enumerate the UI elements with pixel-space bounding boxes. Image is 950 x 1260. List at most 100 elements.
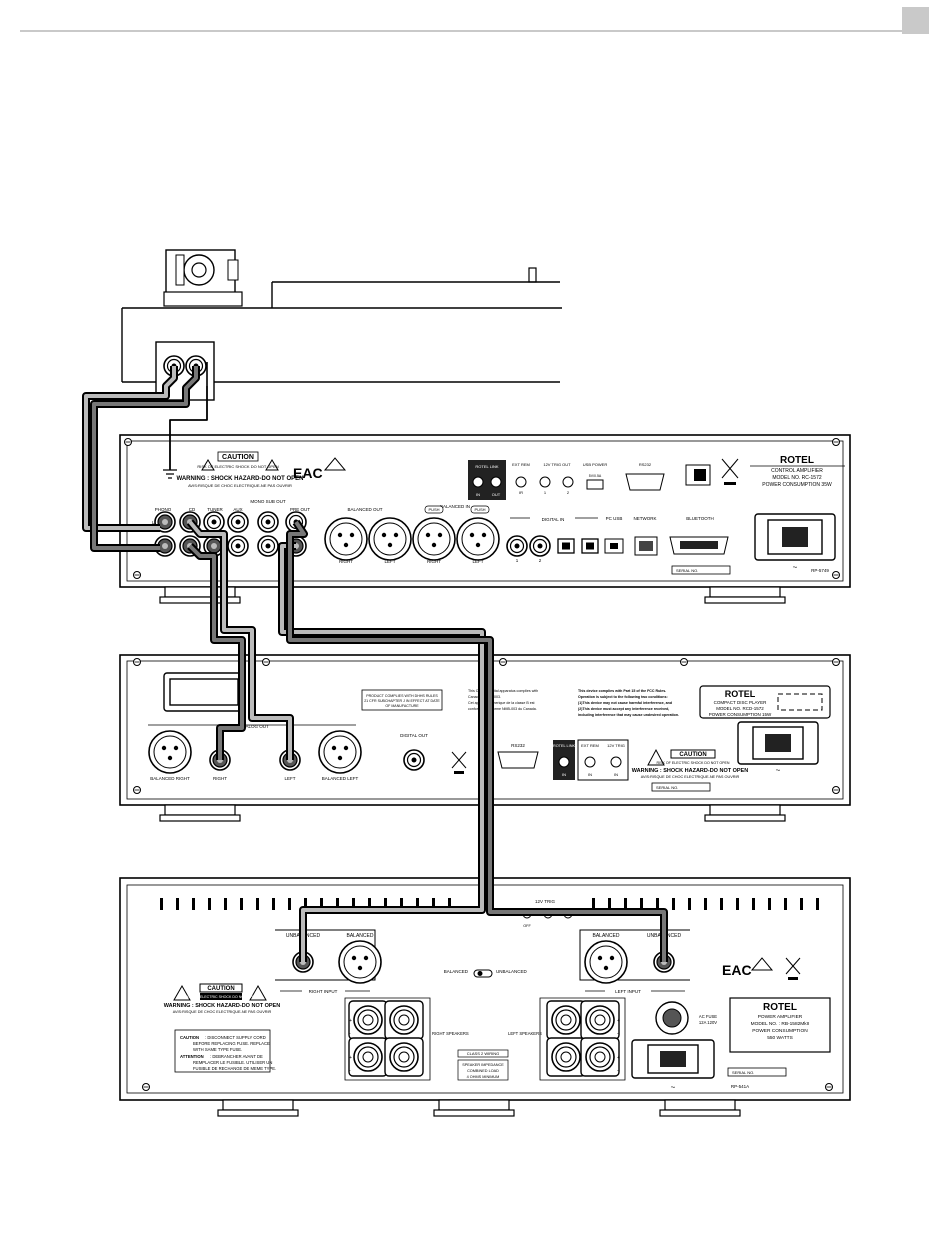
- svg-text:AVIS:RISQUE DE CHOC ELECTRIQUE: AVIS:RISQUE DE CHOC ELECTRIQUE-NE PAS OU…: [641, 775, 740, 779]
- svg-text:COMPACT DISC PLAYER: COMPACT DISC PLAYER: [714, 700, 768, 705]
- svg-text:(2)This device must accept any: (2)This device must accept any interfere…: [578, 707, 669, 711]
- svg-text:BALANCED IN: BALANCED IN: [440, 504, 470, 509]
- svg-text:EAC: EAC: [722, 962, 752, 978]
- svg-text:including interference that ma: including interference that may cause un…: [578, 713, 679, 717]
- turntable: [121, 249, 562, 401]
- control-amplifier: CAUTION RISK OF ELECTRIC SHOCK DO NOT OP…: [119, 434, 851, 604]
- svg-text:PHONO: PHONO: [155, 507, 172, 512]
- svg-text:2: 2: [539, 558, 542, 563]
- svg-text:ROTEL: ROTEL: [725, 689, 756, 699]
- svg-text:LEFT: LEFT: [472, 559, 483, 564]
- svg-text:IN: IN: [588, 772, 592, 777]
- svg-text:+: +: [349, 1018, 352, 1024]
- svg-text:This Class B digital apparatus: This Class B digital apparatus complies …: [468, 689, 538, 693]
- svg-text:-: -: [349, 1031, 351, 1037]
- svg-text:AVIS:RISQUE DE CHOC ELECTRIQUE: AVIS:RISQUE DE CHOC ELECTRIQUE-NE PAS OU…: [188, 483, 292, 488]
- svg-text:ATTENTION: ATTENTION: [180, 1054, 204, 1059]
- svg-text:1: 1: [516, 558, 519, 563]
- svg-text:MODEL NO. RCD-1572: MODEL NO. RCD-1572: [716, 706, 764, 711]
- svg-text:WITH SAME TYPE FUSE.: WITH SAME TYPE FUSE.: [193, 1047, 242, 1052]
- svg-text:LEFT SPEAKERS: LEFT SPEAKERS: [508, 1031, 542, 1036]
- svg-text:~: ~: [776, 766, 781, 775]
- svg-text:POWER CONSUMPTION 35W: POWER CONSUMPTION 35W: [762, 482, 832, 488]
- svg-text:12V TRIG OUT: 12V TRIG OUT: [543, 462, 571, 467]
- svg-text:LEFT: LEFT: [384, 559, 395, 564]
- eac-mark: EAC: [293, 465, 323, 481]
- svg-text:TUNER: TUNER: [207, 507, 223, 512]
- svg-text:AVIS:RISQUE DE CHOC ELECTRIQUE: AVIS:RISQUE DE CHOC ELECTRIQUE-NE PAS OU…: [173, 1010, 272, 1014]
- svg-text:NETWORK: NETWORK: [634, 516, 657, 521]
- svg-text:2: 2: [567, 490, 570, 495]
- caution-label: CAUTION: [222, 454, 254, 461]
- svg-text:RIGHT: RIGHT: [339, 559, 353, 564]
- power-amplifier: 12V TRIG OFF UNBALANCED BALANCED RIGHT I…: [119, 877, 851, 1117]
- svg-text:LEFT: LEFT: [284, 776, 295, 781]
- svg-text:DIGITAL OUT: DIGITAL OUT: [400, 733, 428, 738]
- svg-text:RS232: RS232: [639, 462, 652, 467]
- svg-text:RIGHT: RIGHT: [213, 776, 227, 781]
- svg-text:RIGHT: RIGHT: [427, 559, 441, 564]
- svg-text:L: L: [152, 520, 155, 525]
- svg-text:ROTEL: ROTEL: [763, 1002, 797, 1013]
- svg-text:conforme a la norme NMB-003 du: conforme a la norme NMB-003 du Canada.: [468, 707, 537, 711]
- brand-label: ROTEL: [780, 455, 814, 466]
- svg-text:RP-541A: RP-541A: [731, 1084, 749, 1089]
- svg-text:IN: IN: [614, 772, 618, 777]
- svg-text:-: -: [617, 1068, 619, 1074]
- svg-text:AC FUSE: AC FUSE: [699, 1014, 717, 1019]
- svg-text:+: +: [617, 1055, 620, 1061]
- vent-slots: [160, 898, 819, 910]
- svg-text:WARNING : SHOCK HAZARD-DO NOT: WARNING : SHOCK HAZARD-DO NOT OPEN: [164, 1003, 280, 1009]
- svg-text:CD: CD: [189, 507, 196, 512]
- svg-text:PUSH: PUSH: [474, 507, 485, 512]
- cables: [82, 366, 668, 962]
- svg-text:550 WATTS: 550 WATTS: [767, 1035, 793, 1041]
- svg-text:BLUETOOTH: BLUETOOTH: [686, 516, 713, 521]
- svg-text:FUSIBLE DE RECHANGE DE MEME TY: FUSIBLE DE RECHANGE DE MEME TYPE.: [193, 1066, 276, 1071]
- svg-text:(1)This device may not cause h: (1)This device may not cause harmful int…: [578, 701, 672, 705]
- svg-text:12V TRIG: 12V TRIG: [607, 743, 625, 748]
- svg-text:4 OHMS MINIMUM: 4 OHMS MINIMUM: [467, 1075, 500, 1079]
- svg-text:ANALOG OUT: ANALOG OUT: [239, 724, 269, 729]
- svg-text:CAUTION: CAUTION: [207, 986, 234, 992]
- svg-text:IN: IN: [476, 492, 480, 497]
- svg-text:Operation is subject to the fo: Operation is subject to the following tw…: [578, 695, 668, 699]
- svg-text:POWER CONSUMPTION: POWER CONSUMPTION: [752, 1028, 808, 1034]
- svg-text:DIGITAL IN: DIGITAL IN: [542, 517, 565, 522]
- svg-text:BALANCED: BALANCED: [347, 933, 374, 939]
- svg-text:EXT REM: EXT REM: [512, 462, 530, 467]
- svg-text:WARNING : SHOCK HAZARD-DO NOT: WARNING : SHOCK HAZARD-DO NOT OPEN: [177, 476, 304, 482]
- page-tab-marker: [902, 7, 929, 34]
- svg-text:REMPLACER LE FUSIBLE. UTILISER: REMPLACER LE FUSIBLE. UTILISER UN: [193, 1060, 272, 1065]
- svg-text:IR: IR: [519, 490, 523, 495]
- svg-text:PUSH: PUSH: [428, 507, 439, 512]
- header-rule: [20, 30, 920, 32]
- svg-text:BALANCED: BALANCED: [593, 933, 620, 939]
- svg-text:SERIAL NO.: SERIAL NO.: [732, 1070, 754, 1075]
- svg-text:USB POWER: USB POWER: [583, 462, 608, 467]
- svg-text:MODEL NO. RC-1572: MODEL NO. RC-1572: [772, 475, 821, 481]
- svg-text:IN: IN: [562, 772, 566, 777]
- svg-text:RIGHT INPUT: RIGHT INPUT: [309, 989, 338, 994]
- svg-text:1: 1: [544, 490, 547, 495]
- svg-text:CAUTION: CAUTION: [679, 752, 706, 758]
- svg-text:CAUTION: CAUTION: [180, 1035, 199, 1040]
- svg-text:This device complies with Part: This device complies with Part 15 of the…: [578, 689, 666, 693]
- svg-text:BEFORE REPLACING FUSE. REPLACE: BEFORE REPLACING FUSE. REPLACE: [193, 1041, 270, 1046]
- svg-text:EXT REM: EXT REM: [581, 743, 599, 748]
- svg-text:BALANCED LEFT: BALANCED LEFT: [322, 776, 359, 781]
- svg-text:RISK OF ELECTRIC SHOCK DO NOT: RISK OF ELECTRIC SHOCK DO NOT OPEN: [184, 995, 257, 999]
- svg-text:12A 120V: 12A 120V: [699, 1020, 717, 1025]
- svg-text:+: +: [349, 1055, 352, 1061]
- svg-text:: DISCONNECT SUPPLY CORD: : DISCONNECT SUPPLY CORD: [205, 1035, 266, 1040]
- svg-text:RISK OF ELECTRIC SHOCK DO NOT: RISK OF ELECTRIC SHOCK DO NOT OPEN: [197, 464, 278, 469]
- svg-text:BALANCED RIGHT: BALANCED RIGHT: [150, 776, 190, 781]
- svg-text:PRODUCT COMPLIES WITH DHHS RUL: PRODUCT COMPLIES WITH DHHS RULES: [366, 694, 438, 698]
- svg-text:AUX: AUX: [233, 507, 242, 512]
- svg-text:~: ~: [671, 1083, 676, 1092]
- svg-text:+: +: [617, 1018, 620, 1024]
- svg-text:12V TRIG: 12V TRIG: [535, 899, 555, 904]
- svg-text:WARNING : SHOCK HAZARD-DO NOT: WARNING : SHOCK HAZARD-DO NOT OPEN: [632, 768, 748, 774]
- svg-text:MODEL NO. : RB-1582MkII: MODEL NO. : RB-1582MkII: [751, 1021, 810, 1027]
